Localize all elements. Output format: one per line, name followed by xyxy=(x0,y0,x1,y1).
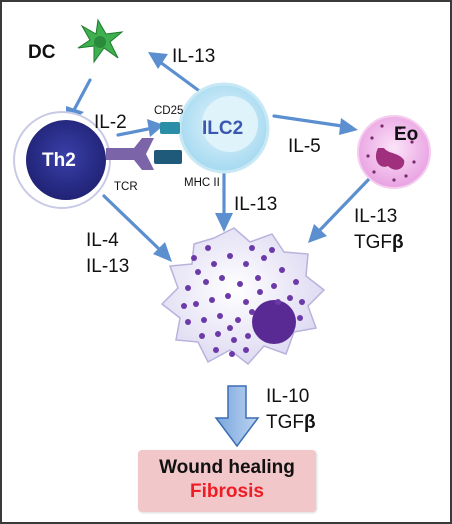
granule xyxy=(235,317,241,323)
granule xyxy=(245,333,251,339)
eo-label: Eo xyxy=(394,124,418,145)
arrow-ilc2-to-dc xyxy=(148,52,200,92)
granule xyxy=(249,245,255,251)
granule xyxy=(217,313,223,319)
outcome-wound-healing: Wound healing xyxy=(159,457,295,478)
granule xyxy=(243,299,249,305)
granule xyxy=(205,245,211,251)
dendritic-cell xyxy=(77,18,124,64)
granule xyxy=(219,275,225,281)
granule xyxy=(299,299,305,305)
granule xyxy=(269,247,275,253)
granule xyxy=(271,283,277,289)
arrow-th2-to-ilc2 xyxy=(116,119,164,137)
granule xyxy=(275,299,281,305)
granule xyxy=(243,347,249,353)
arrow-th2-to-macrophage xyxy=(102,194,172,262)
granule xyxy=(237,281,243,287)
granule xyxy=(257,289,263,295)
cd25-receptor xyxy=(160,122,180,134)
granule xyxy=(279,267,285,273)
dc-label: DC xyxy=(28,42,56,63)
granule xyxy=(211,261,217,267)
granule xyxy=(249,309,255,315)
granule xyxy=(287,295,293,301)
tcr-label: TCR xyxy=(114,181,138,193)
macrophage-cell xyxy=(160,227,326,366)
granule xyxy=(297,315,303,321)
outcome-fibrosis: Fibrosis xyxy=(190,481,264,502)
cytokine-ilc2-to-macrophage: IL-13 xyxy=(234,194,277,215)
granule xyxy=(203,279,209,285)
arrow-ilc2-to-macrophage xyxy=(215,164,233,232)
ilc2-cell xyxy=(178,82,270,174)
cytokine-eo-to-macrophage-2: TGFβ xyxy=(354,232,404,253)
cytokine-th2-to-ilc2: IL-2 xyxy=(94,112,127,133)
th2-cell xyxy=(13,111,111,209)
granule xyxy=(181,303,187,309)
cd25-label: CD25 xyxy=(154,105,183,117)
granule xyxy=(195,269,201,275)
granule xyxy=(231,337,237,343)
granule xyxy=(185,285,191,291)
granule xyxy=(209,297,215,303)
granule xyxy=(201,317,207,323)
th2-label: Th2 xyxy=(42,150,76,171)
granule xyxy=(293,279,299,285)
tcr-receptor xyxy=(106,138,154,170)
granule xyxy=(199,333,205,339)
granule xyxy=(227,253,233,259)
arrow-ilc2-to-eo xyxy=(272,114,358,135)
granule xyxy=(261,255,267,261)
granule xyxy=(193,301,199,307)
down-arrow xyxy=(214,385,260,448)
granule xyxy=(255,275,261,281)
outcome-box: Wound healing Fibrosis xyxy=(138,450,316,512)
mhc-label: MHC II xyxy=(184,177,220,189)
macrophage-granules xyxy=(181,245,305,357)
granule xyxy=(227,325,233,331)
granule xyxy=(229,351,235,357)
granule xyxy=(213,347,219,353)
mhc-receptor xyxy=(154,150,182,164)
granule xyxy=(215,331,221,337)
ilc2-label: ILC2 xyxy=(202,118,243,139)
cytokine-th2-to-macrophage-2: IL-13 xyxy=(86,256,129,277)
arrow-eo-to-macrophage xyxy=(308,176,372,243)
granule xyxy=(191,255,197,261)
cytokine-th2-to-macrophage-1: IL-4 xyxy=(86,230,119,251)
cytokine-eo-to-macrophage-1: IL-13 xyxy=(354,206,397,227)
cytokine-ilc2-to-dc: IL-13 xyxy=(172,46,215,67)
granule xyxy=(243,261,249,267)
eosinophil-cell xyxy=(357,115,431,189)
cytokine-macrophage-out-2: TGFβ xyxy=(266,412,316,433)
cytokine-macrophage-out-1: IL-10 xyxy=(266,386,309,407)
cytokine-ilc2-to-eo: IL-5 xyxy=(288,136,321,157)
granule xyxy=(225,293,231,299)
granule xyxy=(185,319,191,325)
